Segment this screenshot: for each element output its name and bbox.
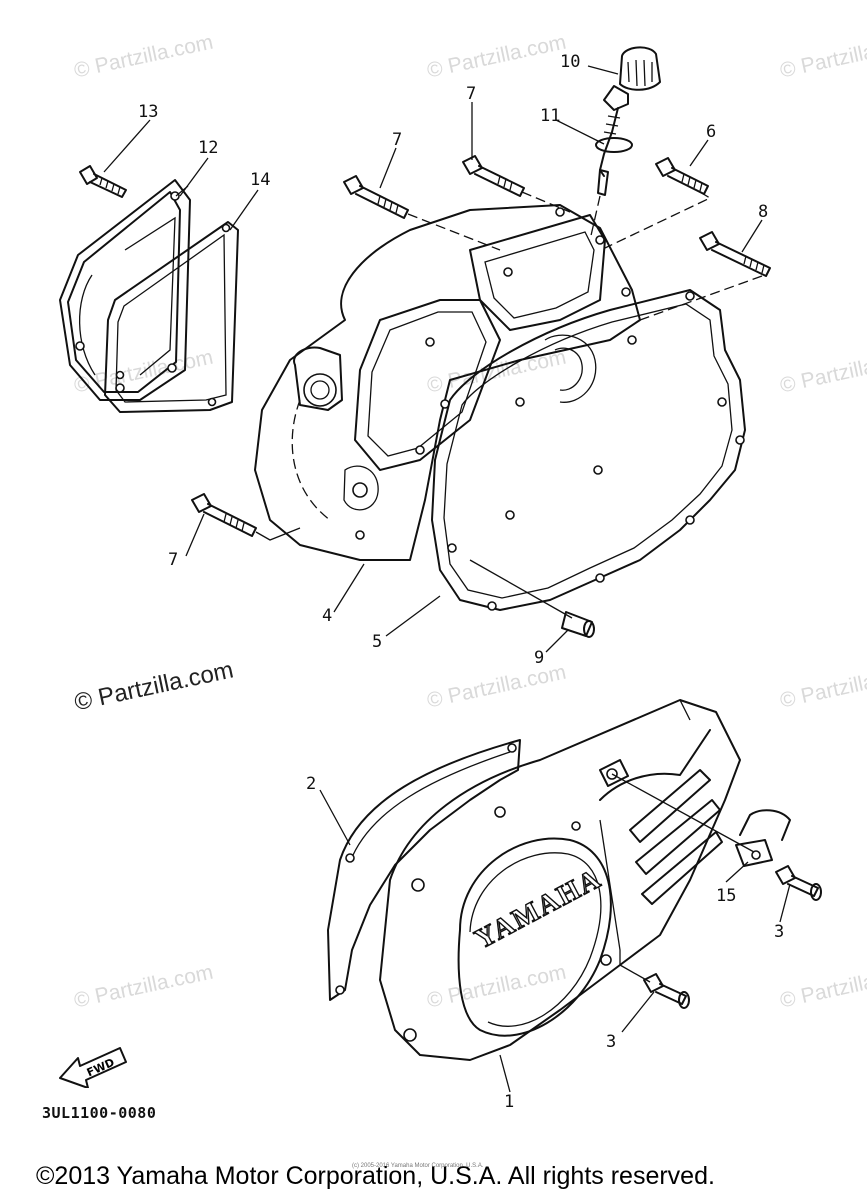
callout-3-right: 3 xyxy=(774,922,785,942)
callout-14: 14 xyxy=(250,170,271,190)
leader-lines xyxy=(103,65,791,1093)
callout-7-top: 7 xyxy=(466,84,477,104)
callout-2: 2 xyxy=(306,774,317,794)
part-7-bolt-b xyxy=(462,155,525,197)
callout-13: 13 xyxy=(138,102,159,122)
callout-5: 5 xyxy=(372,632,383,652)
callout-8: 8 xyxy=(758,202,769,222)
callout-6: 6 xyxy=(706,122,717,142)
callout-3-left: 3 xyxy=(606,1032,617,1052)
assembly-lines-upper xyxy=(175,185,763,619)
diagram-code: 3UL1100-0080 xyxy=(42,1104,157,1122)
part-7-bolt-c xyxy=(191,493,257,537)
part-14-small-gasket xyxy=(104,221,239,413)
callout-7-bottom: 7 xyxy=(168,550,179,570)
part-9-dowel xyxy=(561,611,595,638)
forward-arrow: FWD xyxy=(56,1040,136,1093)
callout-11: 11 xyxy=(540,106,561,126)
part-8-bolt xyxy=(699,231,771,277)
callout-15: 15 xyxy=(716,886,737,906)
callout-7-top-left: 7 xyxy=(392,130,403,150)
part-10-filler-cap xyxy=(599,46,661,177)
part-4-crankcase-cover xyxy=(254,204,641,561)
part-12-small-cover xyxy=(59,179,191,401)
part-11-o-ring xyxy=(595,137,633,196)
callout-12: 12 xyxy=(198,138,219,158)
part-3-screw-b xyxy=(619,964,690,1009)
copyright-notice: ©2013 Yamaha Motor Corporation, U.S.A. A… xyxy=(36,1162,715,1190)
callout-9: 9 xyxy=(534,648,545,668)
part-7-bolt-a xyxy=(343,175,409,219)
fwd-arrow-icon: FWD xyxy=(59,1047,127,1089)
part-1-side-cover xyxy=(379,699,741,1061)
part-2-cover-gasket xyxy=(327,739,521,1001)
callout-10: 10 xyxy=(560,52,581,72)
part-5-large-gasket xyxy=(431,289,746,611)
part-13-screw xyxy=(79,165,127,198)
callout-4: 4 xyxy=(322,606,333,626)
small-credit: (c) 2005-2016 Yamaha Motor Corporation, … xyxy=(352,1163,484,1169)
part-15-clamp xyxy=(611,773,791,867)
part-6-bolt xyxy=(655,157,709,195)
part-3-screw-a xyxy=(775,865,822,901)
callout-1: 1 xyxy=(504,1092,515,1112)
